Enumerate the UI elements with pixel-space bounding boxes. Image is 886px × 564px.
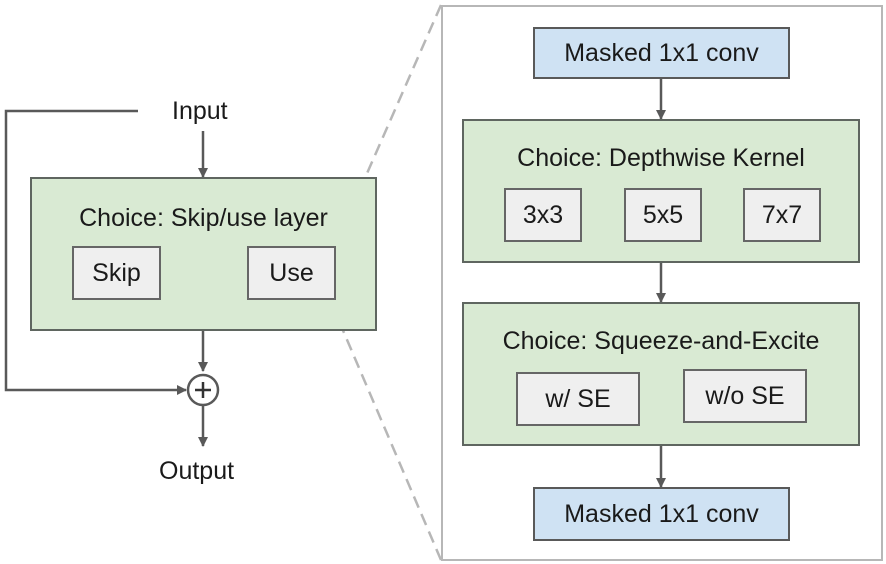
input-label: Input bbox=[172, 97, 228, 125]
kernel-option-5x5: 5x5 bbox=[624, 188, 702, 242]
use-option: Use bbox=[247, 246, 336, 300]
depthwise-kernel-choice-block: Choice: Depthwise Kernel 3x3 5x5 7x7 bbox=[462, 119, 860, 263]
output-label: Output bbox=[159, 457, 235, 485]
zoom-line-bottom bbox=[334, 313, 443, 561]
add-node-icon bbox=[186, 373, 220, 407]
squeeze-excite-choice-block: Choice: Squeeze-and-Excite w/ SE w/o SE bbox=[462, 302, 860, 446]
kernel-option-7x7: 7x7 bbox=[743, 188, 821, 242]
masked-conv-top: Masked 1x1 conv bbox=[533, 27, 790, 79]
kernel-option-3x3: 3x3 bbox=[504, 188, 582, 242]
skip-use-choice-block: Choice: Skip/use layer Skip Use bbox=[30, 177, 377, 331]
squeeze-excite-title: Choice: Squeeze-and-Excite bbox=[502, 327, 820, 355]
with-se-option: w/ SE bbox=[516, 372, 640, 426]
skip-connection-line bbox=[4, 109, 187, 395]
skip-option: Skip bbox=[72, 246, 161, 300]
skip-use-choice-title: Choice: Skip/use layer bbox=[79, 204, 328, 232]
without-se-option: w/o SE bbox=[683, 369, 807, 423]
masked-conv-bottom: Masked 1x1 conv bbox=[533, 487, 790, 541]
depthwise-kernel-title: Choice: Depthwise Kernel bbox=[517, 144, 805, 172]
